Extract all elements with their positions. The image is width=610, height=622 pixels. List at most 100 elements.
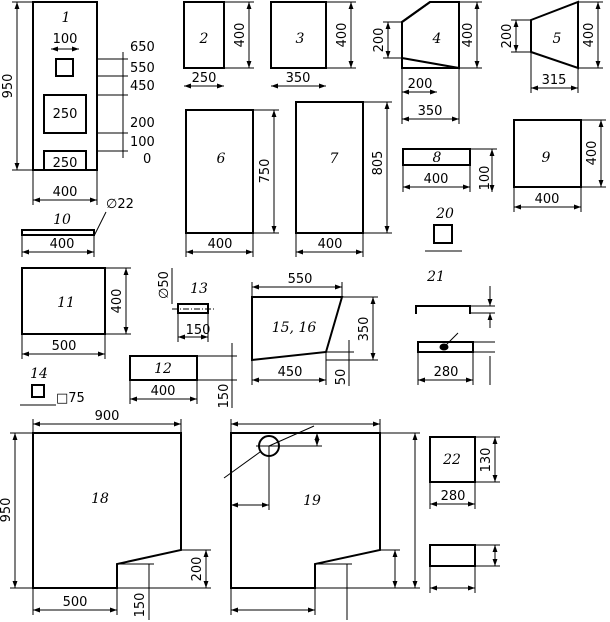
part-5-label: 5 <box>553 31 562 47</box>
part-12-width: 400 <box>151 384 176 399</box>
part-1-level-550: 550 <box>130 61 155 76</box>
part-22-outline <box>429 544 476 567</box>
part-4-label: 4 <box>432 31 442 47</box>
part-17-height: 950 <box>0 498 14 523</box>
part-7-width: 400 <box>318 237 343 252</box>
part-4-outline <box>401 0 460 69</box>
part-1: 1 100 250 250 950 400 650 550 450 200 10… <box>1 1 155 205</box>
part-15-16: 15, 16 550 350 450 50 <box>251 272 378 386</box>
part-8-width: 400 <box>424 172 449 187</box>
part-6: 6 400 750 <box>185 109 279 257</box>
part-1-height: 950 <box>1 74 16 99</box>
part-1-level-0: 0 <box>143 152 151 167</box>
part-21-width: 280 <box>441 489 466 504</box>
part-15-16-step: 50 <box>334 369 349 386</box>
part-1-label: 1 <box>62 10 71 26</box>
part-8: 8 400 100 <box>402 148 497 192</box>
part-5-small-height: 200 <box>500 24 515 49</box>
part-2-height: 400 <box>233 23 248 48</box>
part-3-height: 400 <box>335 23 350 48</box>
part-11: 11 500 400 <box>21 267 131 359</box>
part-10-width: 400 <box>50 237 75 252</box>
part-6-width: 400 <box>208 237 233 252</box>
part-9-width: 400 <box>535 192 560 207</box>
part-1-top-opening <box>55 58 74 77</box>
part-15-16-label: 15, 16 <box>272 320 317 336</box>
part-13-length: 150 <box>186 323 211 338</box>
part-7-label: 7 <box>330 151 339 167</box>
part-18-label: 19 <box>303 493 321 509</box>
part-3-outline <box>270 1 327 69</box>
part-20-label: 21 <box>426 269 445 285</box>
part-10: 10 ∅22 400 <box>21 197 134 257</box>
part-10-diameter-leader <box>93 211 107 237</box>
part-12-label: 12 <box>154 361 172 377</box>
part-1-bottom-width: 250 <box>53 156 78 171</box>
part-12-height: 150 <box>217 384 232 409</box>
part-3: 3 350 400 <box>270 1 356 89</box>
part-19: 20 <box>425 206 462 252</box>
part-17-outline <box>32 432 182 589</box>
part-2: 2 250 400 <box>183 1 254 89</box>
part-14-square: □75 <box>56 391 85 406</box>
part-9-outline <box>513 119 582 188</box>
part-17-cut-width: 500 <box>63 595 88 610</box>
part-1-level-650: 650 <box>130 40 155 55</box>
part-5: 5 200 400 315 <box>500 0 603 93</box>
part-10-rod <box>21 229 95 236</box>
part-17-label: 18 <box>91 491 109 507</box>
part-18: 19 <box>223 419 420 620</box>
part-17-cut-height: 200 <box>190 557 205 582</box>
part-11-outline <box>21 267 106 335</box>
part-9: 9 400 400 <box>513 119 606 212</box>
part-9-label: 9 <box>542 150 551 166</box>
part-7: 7 400 805 <box>295 101 392 257</box>
part-1-level-200: 200 <box>130 116 155 131</box>
part-10-diameter: ∅22 <box>106 197 134 212</box>
part-18-hole-leader <box>268 425 315 447</box>
part-15-16-height: 350 <box>357 317 372 342</box>
part-2-width: 250 <box>192 71 217 86</box>
part-17-width: 900 <box>95 409 120 424</box>
part-20-width: 280 <box>434 365 459 380</box>
part-11-width: 500 <box>52 339 77 354</box>
part-1-width: 400 <box>53 185 78 200</box>
part-20-bolt-leader <box>443 332 459 348</box>
part-21: 22 280 130 <box>429 436 500 509</box>
part-7-outline <box>295 101 364 234</box>
part-11-label: 11 <box>57 295 75 311</box>
part-14-label: 14 <box>30 366 48 382</box>
part-1-outline <box>32 1 98 171</box>
part-14: 14 □75 <box>20 366 85 406</box>
part-8-label: 8 <box>433 150 442 166</box>
part-4-top-width: 200 <box>408 77 433 92</box>
part-11-height: 400 <box>110 289 125 314</box>
part-22 <box>429 544 500 593</box>
part-17-cut-small: 150 <box>133 593 148 618</box>
part-1-bottom-opening <box>43 150 87 171</box>
part-2-outline <box>183 1 225 69</box>
part-19-outline <box>433 224 453 244</box>
part-13: 13 ∅50 150 <box>157 268 214 342</box>
part-8-height: 100 <box>478 166 493 191</box>
part-13-label: 13 <box>190 281 208 297</box>
part-3-label: 3 <box>296 31 305 47</box>
part-15-16-top-width: 550 <box>288 272 313 287</box>
part-5-height: 400 <box>582 23 597 48</box>
part-4: 4 200 400 200 350 <box>372 0 482 124</box>
part-21-height: 130 <box>479 448 494 473</box>
part-9-height: 400 <box>585 141 600 166</box>
part-7-height: 805 <box>371 151 386 176</box>
part-4-width: 350 <box>418 104 443 119</box>
part-13-diameter: ∅50 <box>157 271 172 299</box>
part-20-top-bracket <box>415 305 471 314</box>
part-1-middle-width: 250 <box>53 107 78 122</box>
part-15-16-bottom-width: 450 <box>278 365 303 380</box>
part-2-label: 2 <box>199 31 209 47</box>
part-19-label: 20 <box>435 206 454 222</box>
part-12-outline <box>129 355 198 381</box>
part-6-height: 750 <box>258 159 273 184</box>
part-4-height: 400 <box>461 23 476 48</box>
part-21-outline <box>429 436 476 483</box>
